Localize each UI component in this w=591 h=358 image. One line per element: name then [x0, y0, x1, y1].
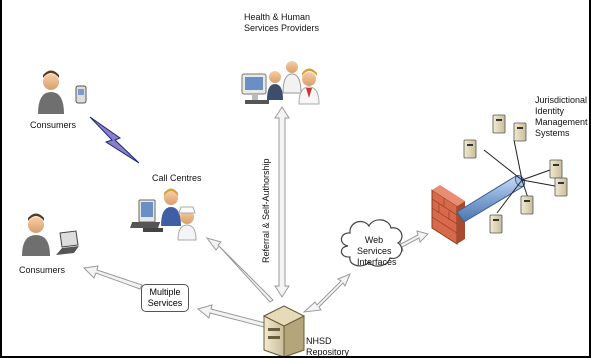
arrow-to-consumers-bottom	[82, 265, 143, 290]
arrow-to-multiple-services	[196, 304, 266, 328]
jurisdictional-label: Jurisdictional Identity Management Syste…	[535, 95, 588, 138]
providers-label: Health & Human Services Providers	[244, 12, 320, 33]
consumers-top-label: Consumers	[30, 120, 77, 130]
network-lines	[483, 139, 556, 214]
nhsd-repository-icon	[262, 305, 306, 356]
nhsd-repository-label: NHSD Repository	[306, 336, 350, 356]
arrow-repository-webservices	[302, 273, 351, 313]
consumer-bottom-icon	[22, 213, 79, 256]
web-services-label: Web Services Interfaces	[357, 235, 397, 267]
web-services-cloud	[340, 219, 403, 267]
consumers-bottom-label: Consumers	[19, 265, 66, 275]
referral-arrow	[274, 106, 290, 298]
call-centre-icon	[130, 188, 197, 241]
lightning-bolt-icon	[89, 116, 140, 164]
call-centres-label: Call Centres	[152, 173, 202, 183]
referral-label: Referral & Self-Authorship	[261, 158, 271, 263]
arrow-webservices-firewall	[393, 230, 429, 252]
arrow-to-call-centres	[205, 237, 274, 303]
consumer-top-icon	[38, 70, 87, 114]
providers-icon	[241, 61, 320, 105]
multiple-services-box: Multiple Services	[141, 284, 189, 312]
